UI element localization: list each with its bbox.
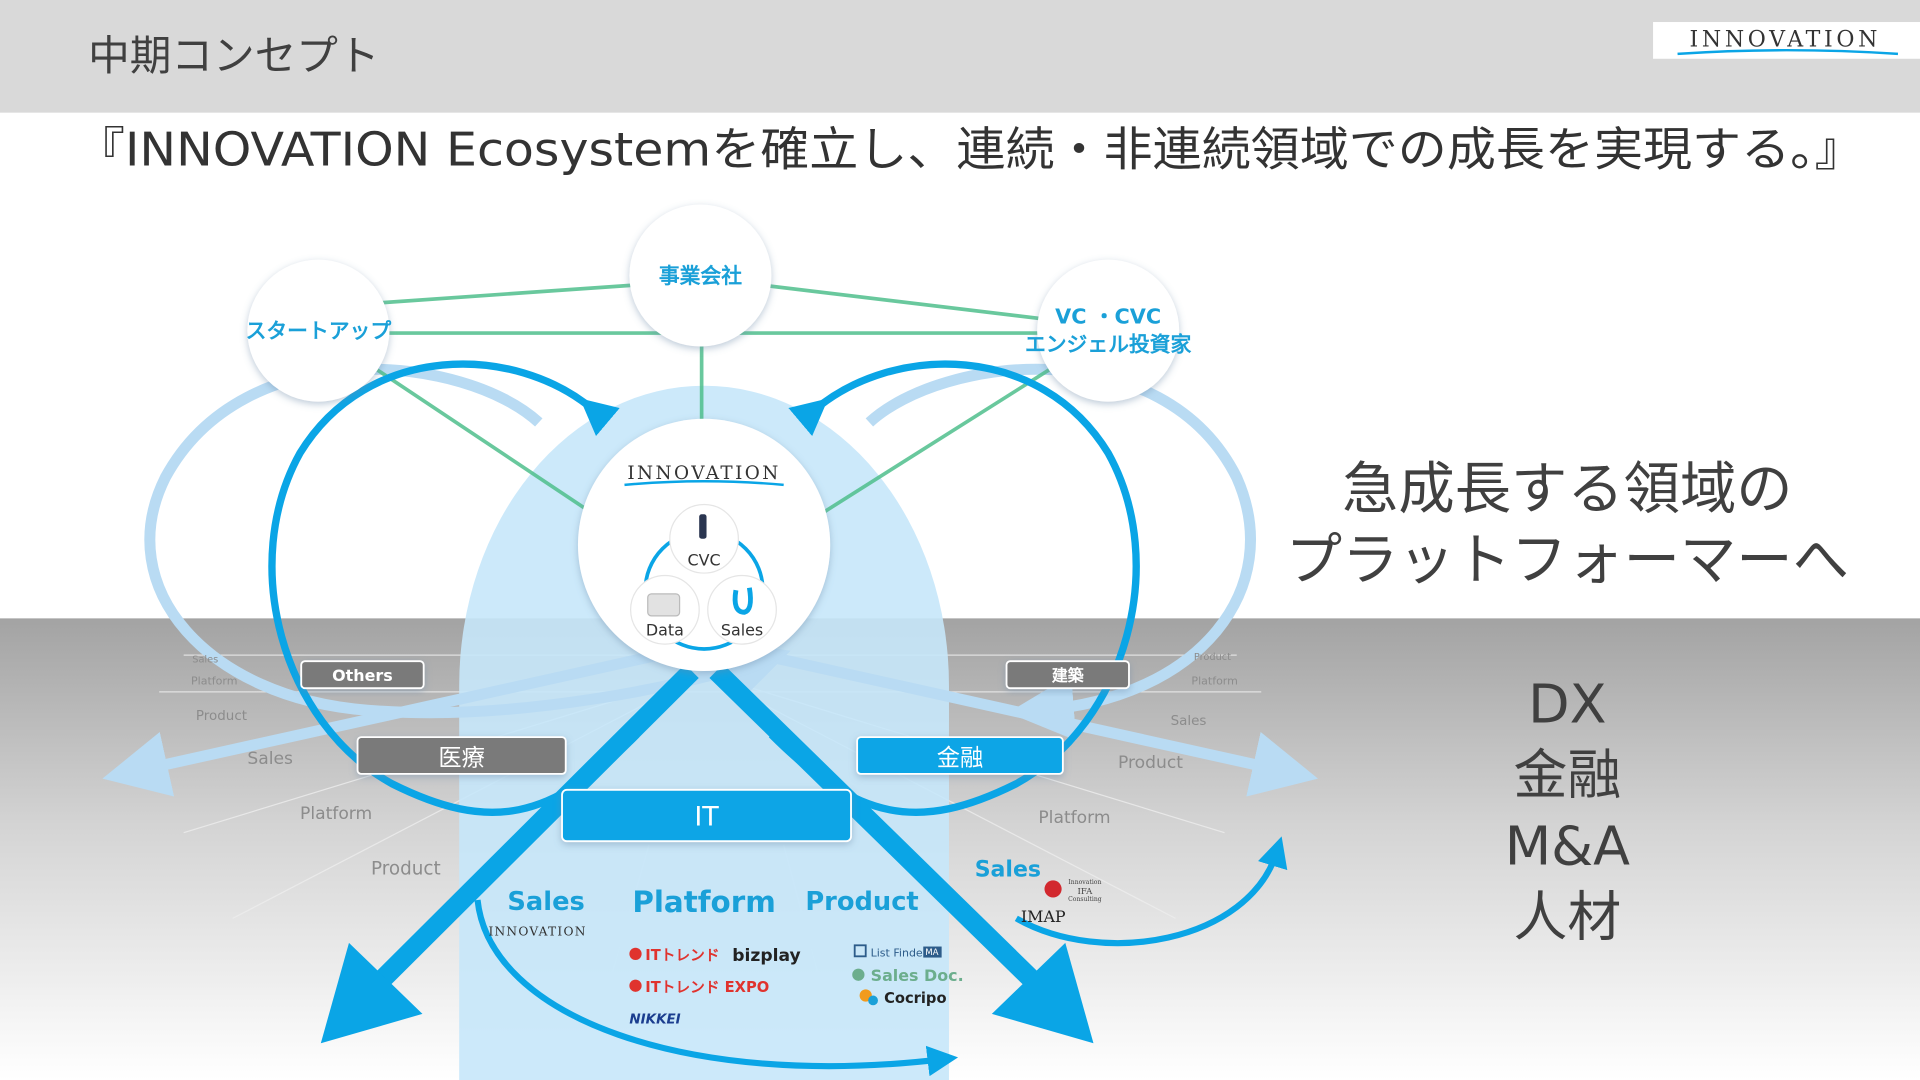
right-big-arrow-shaft	[709, 664, 1054, 1002]
svg-text:Platform: Platform	[191, 674, 237, 687]
listfinder-icon	[853, 944, 867, 958]
headline-line-2: プラットフォーマーへ	[1286, 528, 1849, 593]
ma-badge: MA	[925, 948, 938, 958]
innovation-core: INNOVATION CVC Data Sales	[577, 418, 831, 672]
sector-medical[interactable]: 医療	[356, 736, 567, 775]
it-platform-heading: Platform	[632, 885, 776, 919]
svg-text:Platform: Platform	[1038, 808, 1110, 828]
svg-text:Innovation: Innovation	[1068, 879, 1101, 886]
finance-label: 金融	[937, 744, 984, 771]
right-light-loop	[865, 363, 1256, 741]
right-panel: 急成長する領域の プラットフォーマーへ DX 金融 M&A 人材	[1286, 457, 1849, 948]
left-big-arrowhead	[320, 942, 423, 1044]
brand-logo-swoosh	[1677, 48, 1899, 56]
stakeholder-startup: スタートアップ	[246, 259, 392, 402]
svg-text:Product: Product	[196, 709, 247, 724]
ifa-icon	[1044, 880, 1062, 898]
svg-text:Consulting: Consulting	[1068, 896, 1102, 903]
right-big-arrowhead	[991, 942, 1094, 1044]
svg-text:IFA: IFA	[1078, 887, 1094, 897]
vc-label: VC ・CVC	[1055, 304, 1161, 328]
svg-text:Sales: Sales	[192, 654, 218, 665]
cocripo-logo: Cocripo	[884, 990, 946, 1007]
medical-label: 医療	[438, 744, 485, 771]
data-label: Data	[646, 621, 684, 640]
bottom-arc-arrow	[474, 899, 959, 1077]
concept-statement: 『INNOVATION Ecosystemを確立し、連続・非連続領域での成長を実…	[76, 122, 1864, 176]
floor-labels-right: Product Platform Sales Product Platform	[1038, 652, 1238, 828]
svg-text:Product: Product	[1118, 753, 1183, 773]
ittrend-icon	[629, 947, 642, 960]
others-label: Others	[332, 666, 393, 685]
area-hr: 人材	[1513, 886, 1621, 949]
sector-construction[interactable]: 建築	[1005, 660, 1130, 690]
it-sales-heading: Sales	[507, 887, 584, 917]
ittrend-expo-icon	[629, 979, 642, 992]
stakeholder-vc: VC ・CVC エンジェル投資家	[1025, 259, 1192, 402]
company-label: 事業会社	[659, 264, 742, 288]
nikkei-logo: NIKKEI	[629, 1013, 680, 1028]
brand-logo: INNOVATION	[1690, 28, 1882, 53]
page-title: 中期コンセプト	[88, 31, 379, 80]
sector-it[interactable]: IT	[561, 788, 852, 843]
left-big-arrow-shaft	[360, 664, 699, 1002]
area-ma: M&A	[1505, 814, 1630, 877]
area-finance: 金融	[1513, 743, 1621, 806]
left-light-arrow	[102, 643, 687, 797]
listfinder-logo: List Finder	[871, 946, 928, 959]
sales-uptrend-icon	[732, 587, 753, 615]
core-logo: INNOVATION	[627, 463, 780, 484]
database-icon	[647, 593, 681, 617]
ittrend-expo-logo: ITトレンド EXPO	[645, 979, 769, 996]
construction-label: 建築	[1052, 666, 1085, 685]
svg-text:Product: Product	[371, 858, 441, 879]
innovation-sales-logo: INNOVATION	[488, 925, 586, 939]
floor-labels-left: Sales Platform Product Sales Platform Pr…	[191, 654, 441, 879]
area-dx: DX	[1528, 672, 1606, 735]
ifa-logo: Innovation IFA Consulting	[1044, 879, 1102, 903]
businessman-icon	[699, 514, 707, 539]
right-light-arrow	[733, 643, 1318, 797]
left-blue-loop	[268, 360, 640, 816]
product-logos: List Finder MA Sales Doc. Cocripo	[852, 944, 964, 1007]
finance-sales-heading: Sales	[975, 858, 1041, 883]
it-columns: Sales Platform Product	[507, 885, 918, 919]
svg-text:Platform: Platform	[300, 804, 372, 824]
imap-logo: IMAP	[1021, 907, 1066, 926]
headline-line-1: 急成長する領域の	[1342, 457, 1793, 522]
ittrend-logo: ITトレンド	[645, 947, 719, 964]
angel-label: エンジェル投資家	[1025, 332, 1192, 356]
it-label: IT	[694, 801, 719, 832]
startup-label: スタートアップ	[246, 319, 392, 343]
sector-finance[interactable]: 金融	[856, 736, 1064, 775]
stakeholder-company: 事業会社	[629, 204, 772, 347]
svg-text:Sales: Sales	[1171, 714, 1207, 729]
svg-text:Product: Product	[1194, 652, 1231, 663]
svg-text:Platform: Platform	[1191, 674, 1237, 687]
sales-label: Sales	[721, 621, 763, 640]
bizplay-logo: bizplay	[732, 946, 800, 966]
cvc-label: CVC	[688, 551, 721, 570]
sector-others[interactable]: Others	[300, 660, 425, 690]
floor	[0, 618, 1920, 1080]
svg-text:Sales: Sales	[247, 749, 293, 769]
platform-logos: ITトレンド bizplay ITトレンド EXPO NIKKEI	[629, 946, 801, 1028]
it-product-heading: Product	[805, 887, 918, 917]
salesdoc-logo: Sales Doc.	[871, 966, 964, 985]
right-blue-loop	[768, 360, 1140, 816]
finance-arc-arrow	[1014, 836, 1288, 947]
header-band	[0, 0, 1920, 113]
salesdoc-icon	[852, 968, 865, 981]
